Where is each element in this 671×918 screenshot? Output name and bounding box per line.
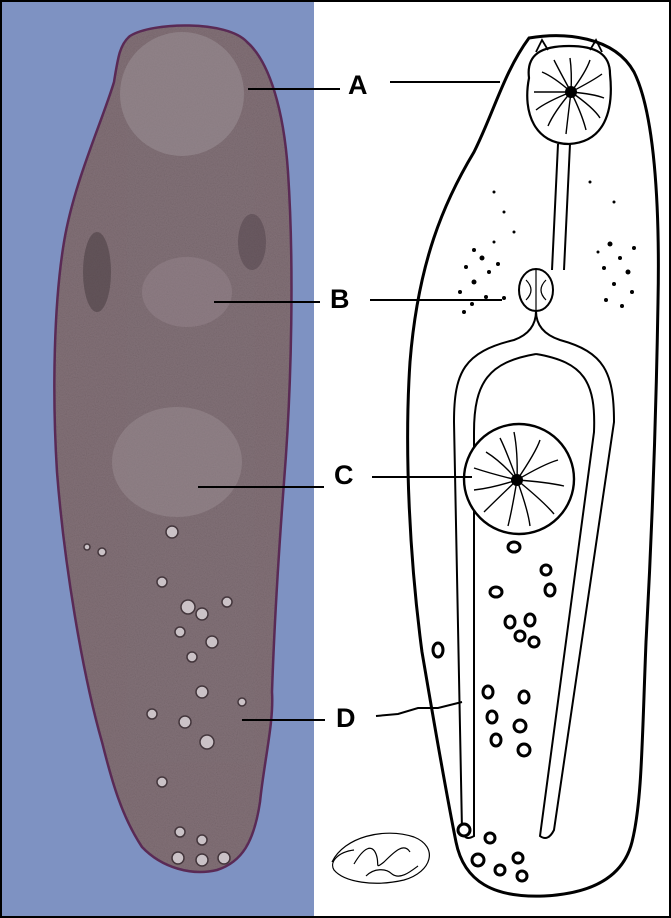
oral-sucker-drawing: [527, 40, 611, 144]
ventral-sucker-drawing: [464, 424, 574, 534]
label-b: B: [330, 286, 350, 313]
micrograph-panel: [2, 2, 314, 918]
pharynx-drawing: [519, 269, 553, 311]
label-d: D: [336, 705, 356, 732]
ventral-sucker-photo: [112, 407, 242, 517]
signature: [332, 833, 429, 883]
line-drawing: [314, 2, 671, 918]
label-a: A: [348, 72, 368, 99]
micrograph: [2, 2, 314, 918]
label-c: C: [334, 462, 354, 489]
oral-sucker-photo: [120, 32, 244, 156]
drawing-panel: [314, 2, 671, 918]
